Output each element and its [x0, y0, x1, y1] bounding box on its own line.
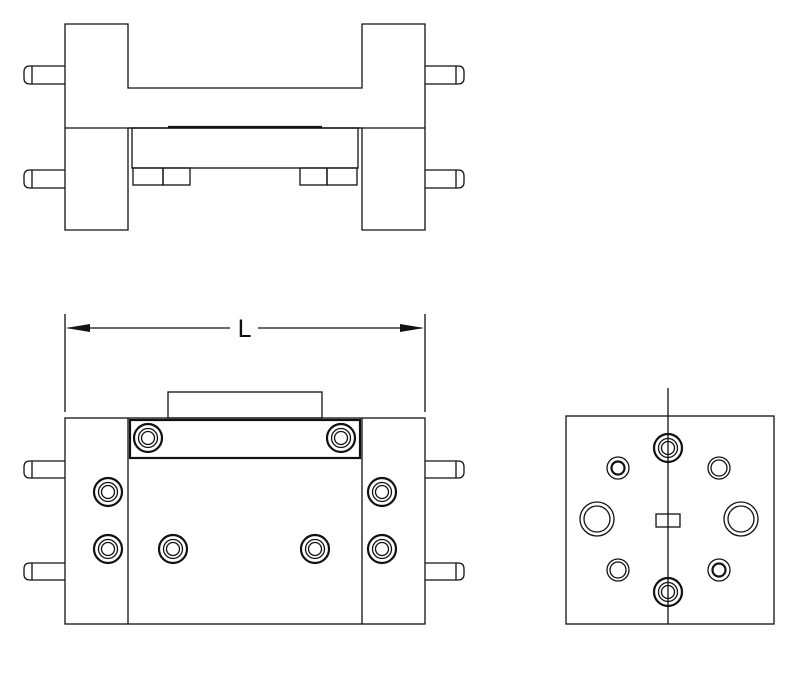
top-pin-left-lower: [23, 169, 65, 189]
top-bolt-left-a: [132, 167, 164, 186]
front-bolt-5-outer: [92, 533, 124, 565]
top-frame-outline: [64, 23, 426, 231]
side-hole-lower-left-inner: [609, 561, 627, 579]
top-bolt-right-a: [299, 167, 328, 186]
side-view: [565, 388, 775, 625]
front-bolt-4-outer: [366, 476, 398, 508]
top-inner-block: [131, 127, 359, 169]
side-bolt-bottom-socket: [660, 584, 676, 600]
front-pin-right-lower: [425, 562, 465, 581]
side-hole-upper-left-outer: [606, 456, 630, 480]
top-pin-left-upper: [23, 65, 65, 85]
side-holes: [579, 432, 759, 608]
top-view: [23, 23, 465, 231]
front-bolt-7-outer: [157, 533, 189, 565]
side-bolt-bottom-outer: [652, 576, 684, 608]
front-bolt-8-ring: [304, 538, 326, 560]
top-bolt-left-b: [162, 167, 191, 186]
front-view: [23, 391, 465, 625]
dim-arrow-left: [66, 324, 90, 332]
side-hole-right-large-inner: [727, 505, 755, 533]
side-bolt-top-outer: [652, 432, 684, 464]
side-body: [565, 415, 775, 625]
front-bolt-6-outer: [366, 533, 398, 565]
front-bolt-1-outer: [132, 422, 164, 454]
dim-arrow-right: [400, 324, 424, 332]
top-pin-right-upper: [425, 65, 465, 85]
dimension-label: L: [237, 315, 251, 343]
front-bolt-7-ring: [162, 538, 184, 560]
front-bolt-8-socket: [307, 541, 323, 557]
side-hole-left-large-outer: [579, 501, 615, 537]
front-bolts: [92, 422, 398, 565]
side-hole-upper-right-inner: [710, 459, 728, 477]
front-bolt-6-socket: [374, 541, 390, 557]
front-bolt-5-ring: [97, 538, 119, 560]
front-top-tab: [167, 391, 323, 419]
front-bolt-5-socket: [100, 541, 116, 557]
front-bolt-2-outer: [325, 422, 357, 454]
front-bolt-8-outer: [299, 533, 331, 565]
front-bolt-2-ring: [330, 427, 352, 449]
front-bolt-2-socket: [333, 430, 349, 446]
side-hole-right-large-outer: [723, 501, 759, 537]
side-bolt-top-socket: [660, 440, 676, 456]
front-pin-right-upper: [425, 460, 465, 479]
side-hole-lower-left-outer: [606, 558, 630, 582]
side-hole-lower-right-inner: [711, 562, 727, 578]
front-bolt-6-ring: [371, 538, 393, 560]
front-bolt-3-outer: [92, 476, 124, 508]
dimension-length: L: [64, 314, 426, 412]
side-hole-lower-right-outer: [707, 558, 731, 582]
front-bolt-4-socket: [374, 484, 390, 500]
front-body: [64, 417, 426, 625]
front-bolt-1-socket: [140, 430, 156, 446]
front-bolt-7-socket: [165, 541, 181, 557]
side-bolt-bottom-ring: [657, 581, 679, 603]
side-hole-upper-right-outer: [707, 456, 731, 480]
front-bolt-1-ring: [137, 427, 159, 449]
top-bolt-right-b: [326, 167, 358, 186]
top-pin-right-lower: [425, 169, 465, 189]
front-bolt-3-ring: [97, 481, 119, 503]
front-bolt-3-socket: [100, 484, 116, 500]
side-hole-upper-left-inner: [610, 460, 626, 476]
side-bolt-top-ring: [657, 437, 679, 459]
side-hole-left-large-inner: [583, 505, 611, 533]
front-bolt-4-ring: [371, 481, 393, 503]
front-pin-left-upper: [23, 460, 65, 479]
side-key-slot: [655, 513, 681, 528]
front-pin-left-lower: [23, 562, 65, 581]
front-clamp-bar: [128, 418, 362, 460]
